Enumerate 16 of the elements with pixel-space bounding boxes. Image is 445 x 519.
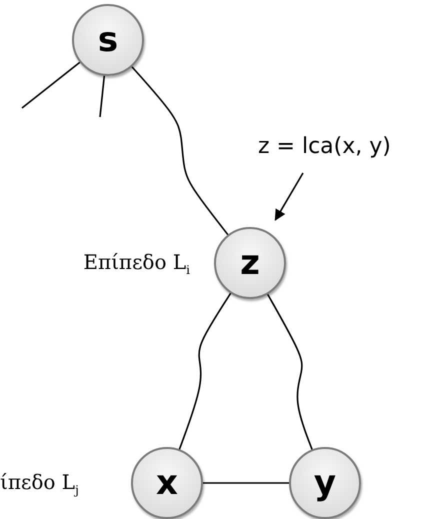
tree-edge: [267, 294, 313, 450]
tree-node-circle: [72, 4, 144, 76]
tree-node-circle: [214, 227, 286, 299]
tree-edge: [203, 482, 289, 484]
tree-edge: [22, 62, 80, 109]
tree-edge: [99, 76, 106, 118]
node-label: z: [240, 246, 260, 280]
arrow: [274, 172, 304, 221]
annotation-text: z = lca(x, y): [258, 134, 391, 159]
level-label: ίπεδο L$_{j}$: [0, 470, 79, 496]
node-label: s: [98, 23, 118, 57]
tree-edge: [131, 66, 228, 236]
level-label: Επίπεδο L$_{i}$: [83, 250, 190, 276]
node-label: y: [314, 466, 336, 500]
node-label: x: [156, 466, 178, 500]
tree-edge: [178, 292, 232, 450]
